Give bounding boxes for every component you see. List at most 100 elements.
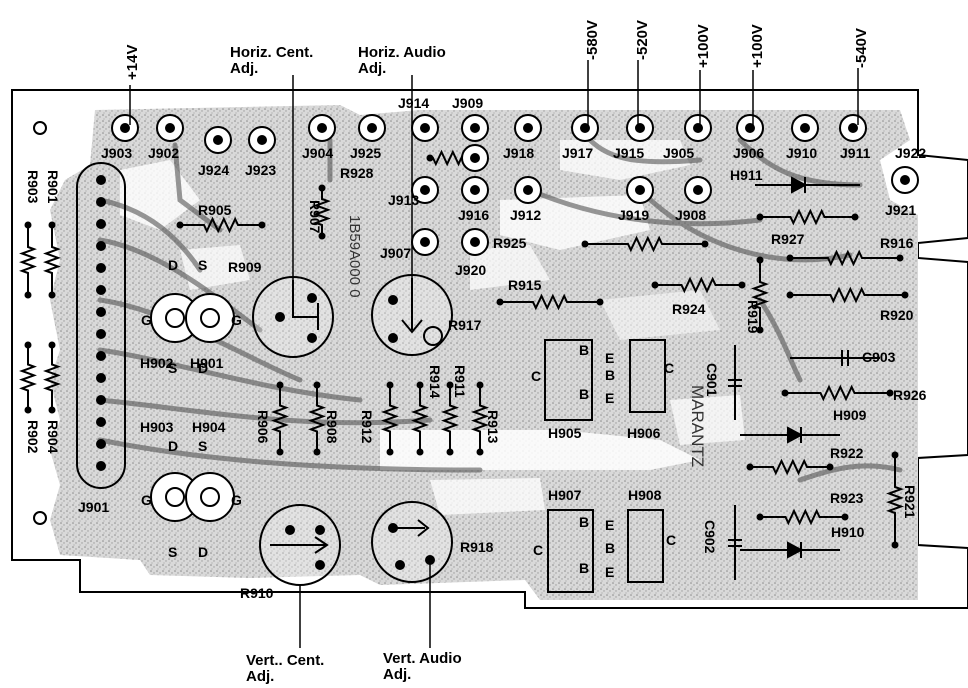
solder-pad [891, 541, 899, 549]
connector-J901-outline [76, 162, 126, 489]
solder-pad [581, 240, 589, 248]
jack-J923 [248, 126, 276, 154]
pin-letter-s: S [198, 257, 207, 273]
diode-H909 [740, 426, 840, 444]
resistor-label-R922: R922 [830, 445, 864, 461]
jack-J922 [839, 114, 867, 142]
solder-pad [48, 221, 56, 229]
callout-horiz-audio-line2: Adj. [358, 60, 386, 77]
connector-J901-pin [96, 263, 106, 273]
voltage-label-v520: -520V [634, 20, 651, 60]
solder-pad [276, 448, 284, 456]
solder-pad [738, 281, 746, 289]
connector-J901-pin [96, 351, 106, 361]
solder-pad [781, 389, 789, 397]
solder-pad [746, 463, 754, 471]
board-brand: MARANTZ [688, 385, 707, 467]
resistor-symbol [43, 225, 61, 295]
jack-label-J921: J921 [885, 202, 916, 218]
solder-pad [901, 291, 909, 299]
connector-J901-pin [96, 197, 106, 207]
voltage-label-v14: +14V [124, 45, 141, 80]
resistor-label-R908: R908 [324, 410, 340, 444]
voltage-label-v100b: +100V [749, 24, 766, 68]
callout-lines [129, 60, 859, 648]
resistor-symbol [313, 188, 331, 236]
resistor-label-R919: R919 [745, 300, 761, 334]
jack-label-J905: J905 [663, 145, 694, 161]
jack-J902 [156, 114, 184, 142]
diodes-caps [728, 176, 880, 580]
jack-J904 [308, 114, 336, 142]
jack-label-J901: J901 [78, 499, 109, 515]
pot-vert-audio[interactable] [371, 501, 453, 583]
solder-pad [318, 232, 326, 240]
cap-C901 [728, 345, 742, 420]
resistor-shapes [19, 149, 909, 549]
callout-vert-audio-line1: Vert. Audio [383, 650, 462, 667]
solder-pad [276, 381, 284, 389]
diode-label-H911: H911 [730, 167, 763, 183]
callout-horiz-cent-line1: Horiz. Cent. [230, 44, 313, 61]
solder-pad [416, 448, 424, 456]
solder-pad [24, 291, 32, 299]
solder-pad [851, 213, 859, 221]
voltage-label-v580: -580V [584, 20, 601, 60]
pot-horiz-cent[interactable] [252, 276, 334, 358]
resistor-label-R904: R904 [45, 420, 61, 454]
connector-J901-pin [96, 439, 106, 449]
jack-label-J925: J925 [350, 145, 381, 161]
solder-pad [596, 298, 604, 306]
pot-vert-cent[interactable] [259, 504, 341, 586]
transistor-H905 [544, 339, 593, 421]
solder-pad [386, 381, 394, 389]
solder-pad [841, 513, 849, 521]
solder-pad [476, 381, 484, 389]
cap-C902 [728, 505, 742, 580]
transistor-label-H907: H907 [548, 487, 582, 503]
capacitor-label-C901: C901 [704, 363, 720, 397]
solder-pad [756, 513, 764, 521]
connector-J901-pin [96, 307, 106, 317]
solder-pad [891, 451, 899, 459]
fet-H901 [185, 293, 235, 343]
jack-label-J903: J903 [101, 145, 132, 161]
transistor-H906 [629, 339, 666, 413]
jack-J912 [514, 176, 542, 204]
jack-label-J908: J908 [675, 207, 706, 223]
resistor-symbol [180, 216, 262, 234]
resistor-label-R917: R917 [448, 317, 482, 333]
resistor-label-R921: R921 [902, 485, 918, 519]
fet-pairs [150, 293, 235, 522]
solder-pad [416, 381, 424, 389]
pin-letter-b: B [579, 560, 589, 576]
pot-horiz-audio[interactable] [371, 274, 453, 356]
pin-letter-b: B [579, 514, 589, 530]
transistor-label-H906: H906 [627, 425, 661, 441]
resistor-label-R902: R902 [25, 420, 41, 454]
cap-C903 [790, 350, 880, 366]
capacitor-label-C902: C902 [702, 520, 718, 554]
resistor-label-R915: R915 [508, 277, 542, 293]
resistor-label-R916: R916 [880, 235, 914, 251]
solder-pad [48, 291, 56, 299]
pin-letter-g: G [141, 312, 152, 328]
resistor-label-R903: R903 [25, 170, 41, 204]
pin-letter-b: B [605, 540, 615, 556]
resistor-symbol [500, 293, 600, 311]
solder-pad [24, 406, 32, 414]
pin-letter-e: E [605, 390, 614, 406]
pin-letter-d: D [168, 438, 178, 454]
resistor-symbol [19, 345, 37, 410]
connector-J901-pin [96, 329, 106, 339]
jack-label-J906: J906 [733, 145, 764, 161]
solder-pad [896, 254, 904, 262]
jack-J908 [684, 176, 712, 204]
voltage-labels: +14V-580V-520V+100V+100V-540V [124, 20, 870, 80]
jack-J911 [791, 114, 819, 142]
transistor-H908 [627, 509, 664, 583]
transistor-label-H905: H905 [548, 425, 582, 441]
solder-pad [496, 298, 504, 306]
solder-pad [756, 256, 764, 264]
jack-label-J913: J913 [388, 192, 419, 208]
